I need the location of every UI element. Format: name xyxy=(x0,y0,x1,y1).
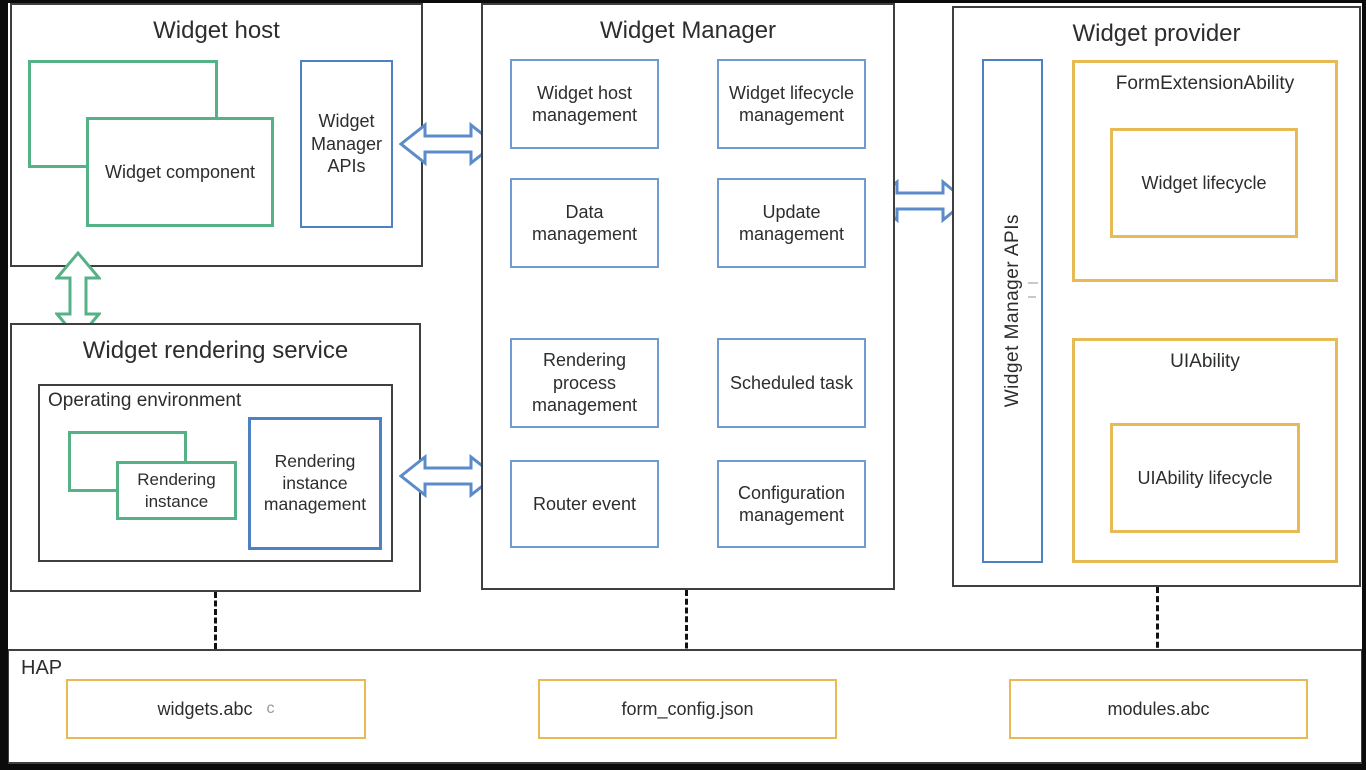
module-label: Update management xyxy=(738,201,845,245)
widget-lifecycle-box: Widget lifecycle xyxy=(1110,128,1298,238)
modules-abc-label: modules.abc xyxy=(1107,698,1210,719)
image-frame-left xyxy=(0,0,8,770)
widget-provider-title: Widget provider xyxy=(1072,20,1241,47)
operating-environment-label: Operating environment xyxy=(48,390,242,411)
module-widget-lifecycle-management: Widget lifecycle management xyxy=(717,59,866,149)
module-update-management: Update management xyxy=(717,178,866,268)
uiability-title: UIAbility xyxy=(1170,351,1240,372)
module-scheduled-task: Scheduled task xyxy=(717,338,866,428)
widget-host-apis-box: Widget Manager APIs xyxy=(300,60,393,228)
rendering-instance-management-label: Rendering instance management xyxy=(263,450,367,515)
module-widget-host-management: Widget host management xyxy=(510,59,659,149)
dashed-arrow-rendering-to-widgets xyxy=(214,592,217,666)
modules-abc-box: modules.abc xyxy=(1009,679,1308,739)
module-data-management: Data management xyxy=(510,178,659,268)
smudge-artifact xyxy=(1028,282,1038,284)
widget-component-box: Widget component xyxy=(86,117,274,227)
smudge-artifact xyxy=(1028,296,1036,298)
module-label: Widget host management xyxy=(531,82,638,126)
form-config-json-box: form_config.json xyxy=(538,679,837,739)
module-router-event: Router event xyxy=(510,460,659,548)
widgets-abc-box: widgets.abc c xyxy=(66,679,366,739)
provider-apis-label: Widget Manager APIs xyxy=(1001,214,1023,408)
module-label: Configuration management xyxy=(737,482,846,526)
module-label: Rendering process management xyxy=(531,350,638,416)
image-frame-right xyxy=(1362,0,1366,770)
module-label: Data management xyxy=(531,201,638,245)
widget-component-label: Widget component xyxy=(104,161,256,182)
rendering-instance-box: Rendering instance xyxy=(116,461,237,520)
module-label: Scheduled task xyxy=(729,372,854,393)
dashed-arrow-manager-to-config xyxy=(685,590,688,666)
form-config-json-label: form_config.json xyxy=(621,698,754,719)
module-rendering-process-management: Rendering process management xyxy=(510,338,659,428)
rendering-instance-management-box: Rendering instance management xyxy=(248,417,382,550)
image-frame-bottom xyxy=(0,764,1366,770)
image-frame-top xyxy=(0,0,1366,3)
form-extension-ability-title: FormExtensionAbility xyxy=(1115,73,1295,94)
widgets-abc-label: widgets.abc xyxy=(157,698,253,719)
uiability-lifecycle-label: UIAbility lifecycle xyxy=(1137,467,1273,488)
module-label: Router event xyxy=(532,493,637,514)
text-artifact: c xyxy=(266,700,275,717)
widget-lifecycle-label: Widget lifecycle xyxy=(1141,172,1267,193)
dashed-arrow-provider-to-modules xyxy=(1156,587,1159,666)
widget-rendering-service-title: Widget rendering service xyxy=(82,337,349,364)
module-configuration-management: Configuration management xyxy=(717,460,866,548)
widget-manager-title: Widget Manager xyxy=(599,17,777,44)
widget-host-apis-label: Widget Manager APIs xyxy=(310,111,383,177)
rendering-instance-label: Rendering instance xyxy=(137,470,216,511)
hap-box: HAP xyxy=(7,649,1363,764)
module-label: Widget lifecycle management xyxy=(728,82,855,126)
provider-apis-box: Widget Manager APIs xyxy=(982,59,1043,563)
uiability-lifecycle-box: UIAbility lifecycle xyxy=(1110,423,1300,533)
hap-label: HAP xyxy=(21,657,63,679)
widget-host-title: Widget host xyxy=(153,17,280,44)
